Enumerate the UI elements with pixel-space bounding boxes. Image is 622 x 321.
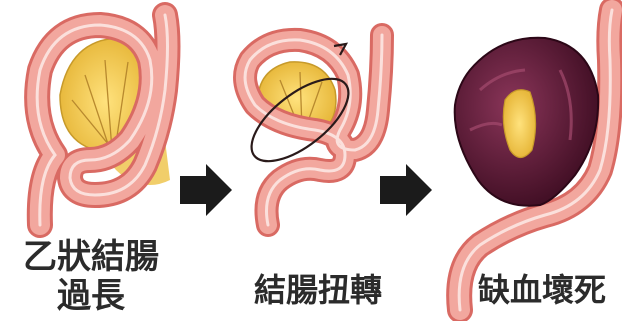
stage1-label-line2: 過長 xyxy=(16,277,166,316)
stage1-label: 乙狀結腸 過長 xyxy=(16,238,166,316)
necrosis-illustration xyxy=(455,10,612,310)
right-arrow-icon xyxy=(180,164,232,216)
stage1-label-line1: 乙狀結腸 xyxy=(16,238,166,277)
right-arrow-icon xyxy=(380,164,432,216)
volvulus-illustration xyxy=(238,35,382,225)
elongated-sigmoid-illustration xyxy=(37,15,170,225)
stage3-label: 缺血壞死 xyxy=(462,272,622,309)
stage2-label: 結腸扭轉 xyxy=(233,272,403,309)
